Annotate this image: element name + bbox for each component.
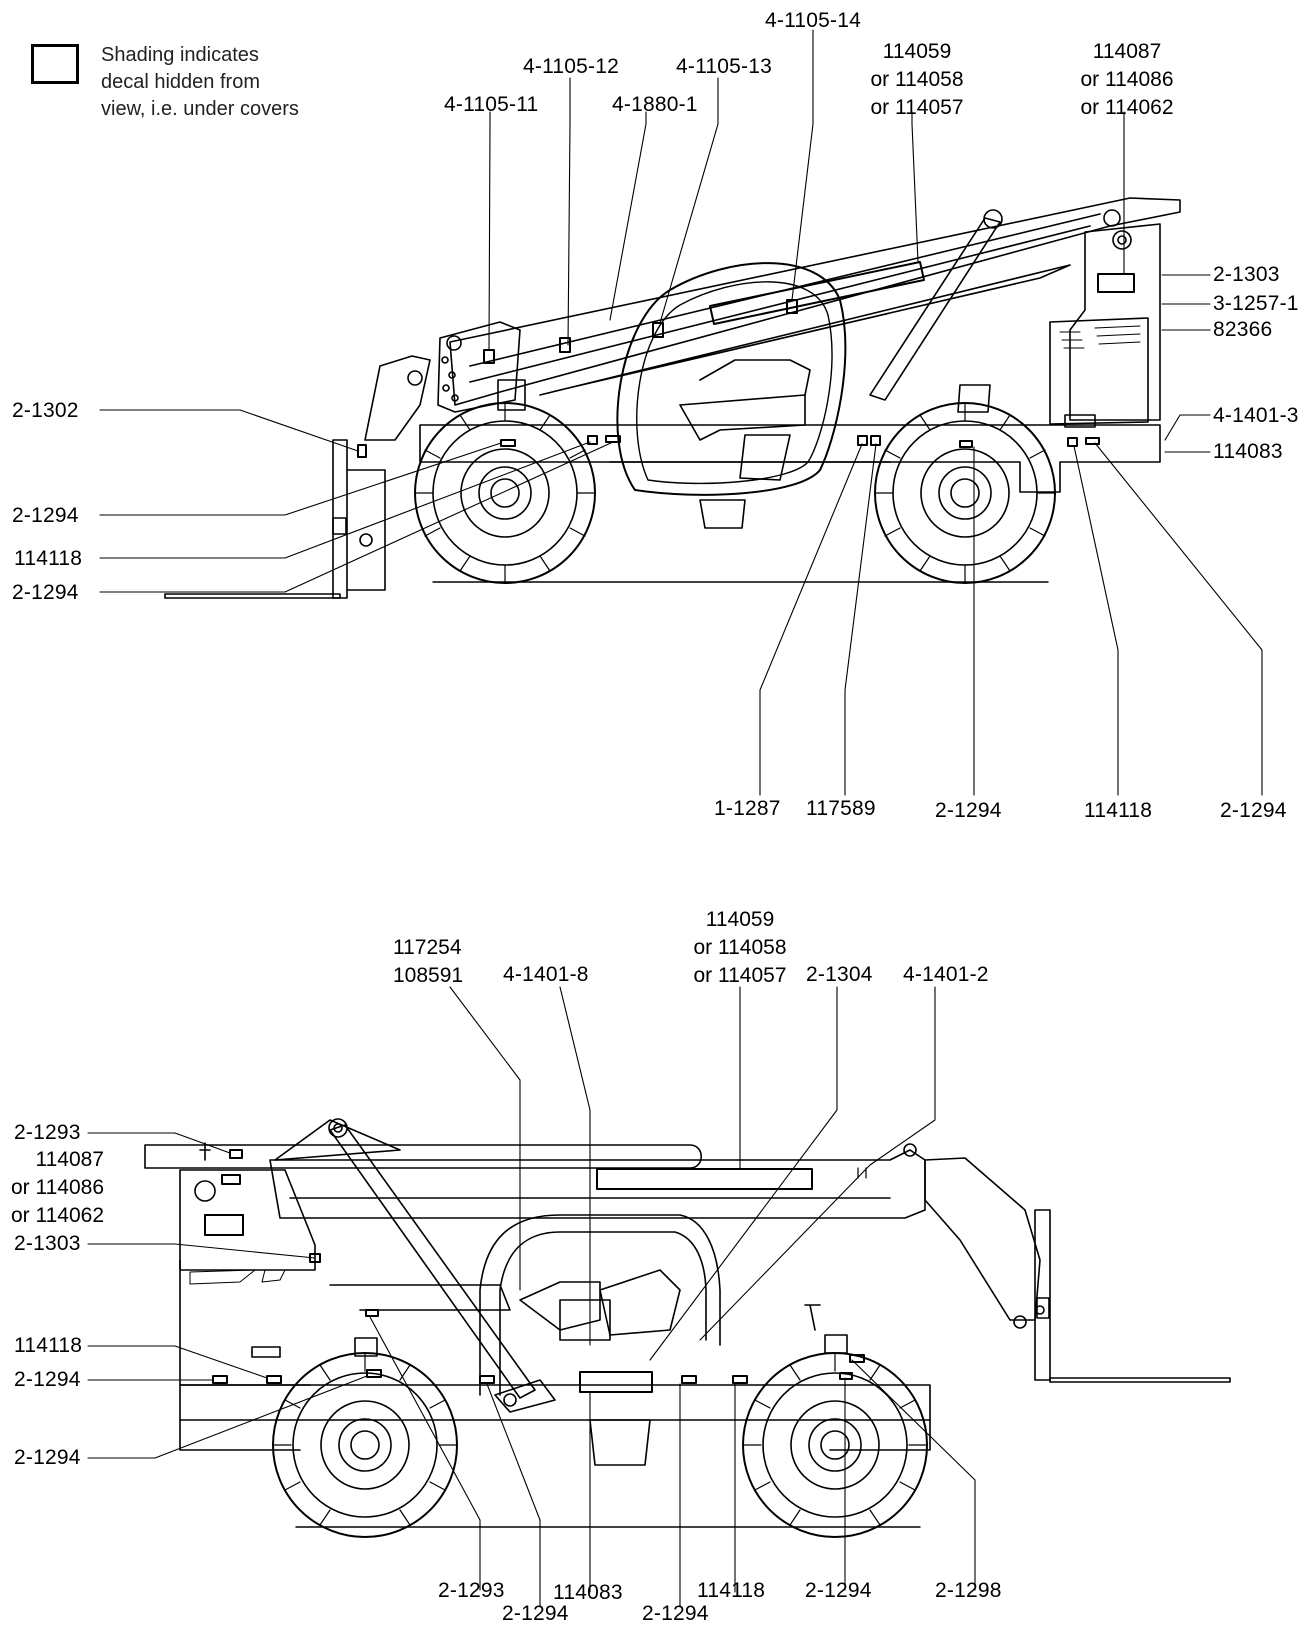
- callout-line: or 114058: [870, 68, 964, 91]
- callout-114059-group: 114059 or 114058 or 114057: [852, 38, 982, 122]
- callout-2-1293: 2-1293: [438, 1579, 505, 1602]
- callout-line: or 114086: [1080, 68, 1174, 91]
- callout-line: 114087: [1092, 40, 1162, 63]
- callout-2-1303: 2-1303: [1213, 263, 1280, 286]
- bottom-machine-view: [87, 986, 1231, 1608]
- callout-2-1298: 2-1298: [935, 1579, 1002, 1602]
- callout-2-1293: 2-1293: [14, 1121, 81, 1144]
- callout-line: or 114057: [870, 96, 964, 119]
- callout-line: 108591: [393, 964, 464, 987]
- callout-114087-group: 114087 or 114086 or 114062: [0, 1146, 104, 1230]
- callout-4-1401-3: 4-1401-3: [1213, 404, 1299, 427]
- callout-2-1294: 2-1294: [14, 1368, 81, 1391]
- legend-line: decal hidden from: [101, 71, 260, 93]
- callout-line: or 114057: [693, 964, 787, 987]
- callout-4-1105-14: 4-1105-14: [765, 9, 861, 32]
- top-machine-view: [99, 29, 1263, 796]
- callout-114118: 114118: [697, 1579, 766, 1602]
- callout-line: 114059: [705, 908, 775, 931]
- callout-114118: 114118: [14, 1334, 83, 1357]
- callout-3-1257-1: 3-1257-1: [1213, 292, 1299, 315]
- callout-line: or 114086: [10, 1176, 104, 1199]
- legend-line: view, i.e. under covers: [101, 98, 299, 120]
- callout-2-1294: 2-1294: [935, 799, 1002, 822]
- legend-line: Shading indicates: [101, 44, 259, 66]
- callout-line: 117254: [393, 936, 462, 959]
- callout-114083: 114083: [1213, 440, 1283, 463]
- callout-line: or 114062: [1080, 96, 1174, 119]
- callout-2-1294: 2-1294: [1220, 799, 1287, 822]
- callout-114059-group: 114059 or 114058 or 114057: [675, 906, 805, 990]
- callout-117589: 117589: [806, 797, 876, 820]
- callout-2-1294: 2-1294: [805, 1579, 872, 1602]
- callout-114087-group: 114087 or 114086 or 114062: [1062, 38, 1192, 122]
- callout-2-1294: 2-1294: [12, 581, 79, 604]
- callout-2-1294: 2-1294: [642, 1602, 709, 1625]
- callout-2-1294: 2-1294: [502, 1602, 569, 1625]
- callout-117254-group: 117254 108591: [393, 934, 493, 990]
- callout-line: 114087: [35, 1148, 104, 1171]
- callout-line: 114059: [882, 40, 952, 63]
- callout-114118: 114118: [14, 547, 83, 570]
- callout-4-1401-2: 4-1401-2: [903, 963, 989, 986]
- callout-4-1880-1: 4-1880-1: [612, 93, 698, 116]
- callout-114083: 114083: [553, 1581, 623, 1604]
- callout-line: or 114058: [693, 936, 787, 959]
- legend-text: Shading indicates decal hidden from view…: [101, 42, 299, 123]
- callout-4-1105-11: 4-1105-11: [444, 93, 539, 116]
- callout-1-1287: 1-1287: [714, 797, 781, 820]
- callout-2-1294: 2-1294: [14, 1446, 81, 1469]
- callout-4-1105-13: 4-1105-13: [676, 55, 772, 78]
- callout-2-1303: 2-1303: [14, 1232, 81, 1255]
- callout-82366: 82366: [1213, 318, 1273, 341]
- callout-4-1401-8: 4-1401-8: [503, 963, 589, 986]
- callout-2-1294: 2-1294: [12, 504, 79, 527]
- callout-line: or 114062: [10, 1204, 104, 1227]
- callout-2-1302: 2-1302: [12, 399, 79, 422]
- callout-2-1304: 2-1304: [806, 963, 873, 986]
- callout-114118: 114118: [1084, 799, 1153, 822]
- callout-4-1105-12: 4-1105-12: [523, 55, 619, 78]
- legend-swatch: [31, 44, 79, 84]
